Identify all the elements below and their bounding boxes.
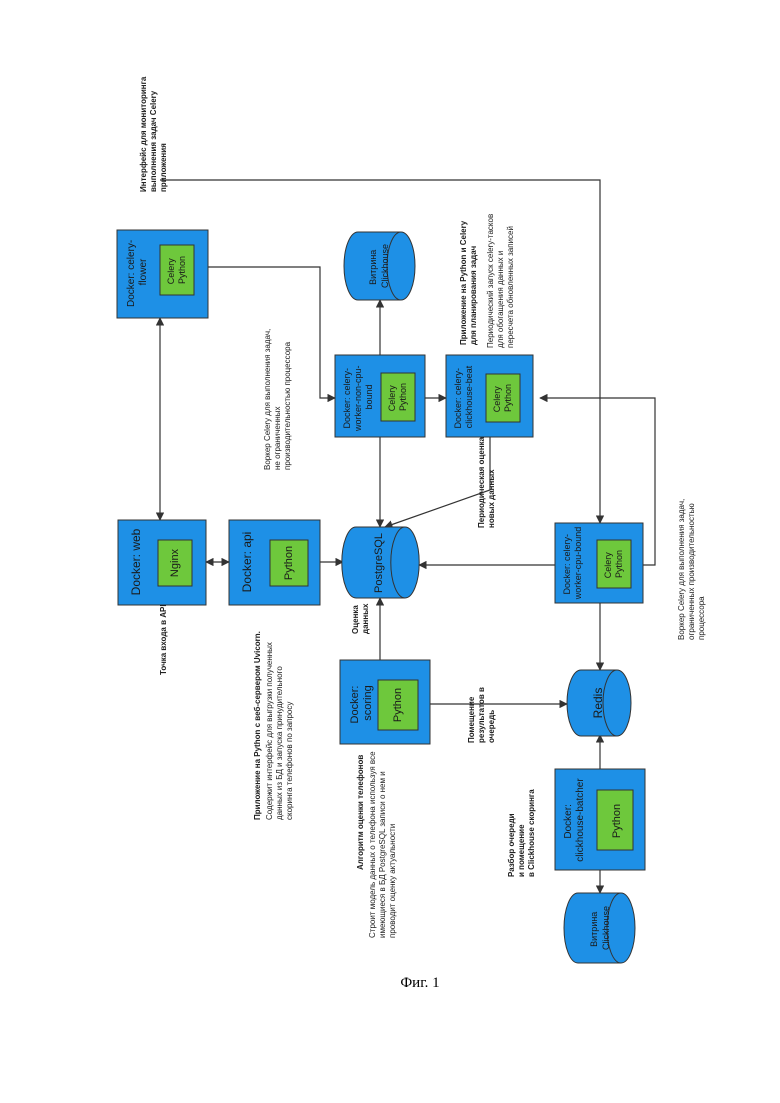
node-batcher[interactable]: Docker: clickhouse-batcher Python [555, 769, 645, 870]
label: Redis [591, 688, 605, 719]
annotation-batcher: Разбор очереди и помещение в Clickhouse … [507, 789, 536, 877]
node-scoring[interactable]: Docker: scoring Python [340, 660, 430, 744]
node-worker-cpu-bound[interactable]: Docker: celery- worker-cpu-bound Celery … [555, 523, 643, 603]
annotation-monitor: Интерфейс для мониторинга выполнения зад… [139, 74, 168, 192]
label: PostgreSQL [373, 533, 385, 593]
annotation-beat-title: Приложение на Python и Celery для планир… [459, 219, 478, 345]
title: Docker: celery- worker-cpu-bound [562, 527, 583, 601]
inner-label: Nginx [169, 548, 181, 577]
db-redis[interactable]: Redis [567, 670, 631, 736]
db-clickhouse-top[interactable]: Витрина Clickhouse [344, 232, 415, 300]
title: Docker: web [129, 528, 143, 595]
annotation-algo-title: Алгоритм оценки телефонов [356, 755, 365, 870]
annotation-api-title: Приложение на Python с веб-сервером Uvic… [253, 631, 262, 820]
title: Docker: celery- clickhouse-beat [453, 365, 474, 428]
node-web[interactable]: Docker: web Nginx [118, 520, 206, 605]
node-api[interactable]: Docker: api Python [229, 520, 320, 605]
title: Docker: scoring [349, 683, 374, 724]
inner-label: Python [392, 688, 404, 722]
db-postgres[interactable]: PostgreSQL [342, 527, 419, 598]
title: Docker: api [240, 532, 254, 593]
node-beat[interactable]: Docker: celery- clickhouse-beat Celery P… [446, 355, 533, 437]
annotation-entry: Точка входа в API [159, 604, 168, 675]
node-worker-non-cpu-bound[interactable]: Docker: celery- worker-non-cpu- bound Ce… [335, 355, 425, 437]
annotation-worker-cpu: Воркер Celery для выполнения задач, огра… [677, 497, 706, 640]
node-flower[interactable]: Docker: celery- flower Celery Python [117, 230, 208, 318]
annotation-algo-desc: Строит модель данных о телефона использу… [368, 749, 397, 938]
inner-label: Celery Python [166, 256, 187, 285]
inner-label: Celery Python [492, 384, 513, 413]
inner-label: Python [611, 804, 623, 838]
annotation-scoring-eval: Оценка данных [351, 603, 370, 634]
inner-label: Celery Python [387, 383, 408, 412]
annotation-api-desc: Содержит интерфейс для выгрузки полученн… [265, 640, 294, 820]
figure-caption: Фиг. 1 [375, 975, 465, 992]
annotation-queue-put: Помещение результатов в очередь [467, 685, 496, 743]
annotation-periodic: Периодическая оценка новых данных [477, 435, 496, 528]
cylinder-body [564, 893, 635, 963]
inner-label: Python [283, 546, 295, 580]
annotation-worker-noncpu: Воркер Celery для выполнения задач, не о… [263, 327, 292, 470]
db-clickhouse-bottom[interactable]: Витрина Clickhouse [564, 893, 635, 963]
edge-beat-postgres [385, 437, 490, 527]
annotation-beat-desc: Периодический запуск celery-тасков для о… [486, 212, 515, 348]
inner-label: Celery Python [603, 550, 624, 579]
